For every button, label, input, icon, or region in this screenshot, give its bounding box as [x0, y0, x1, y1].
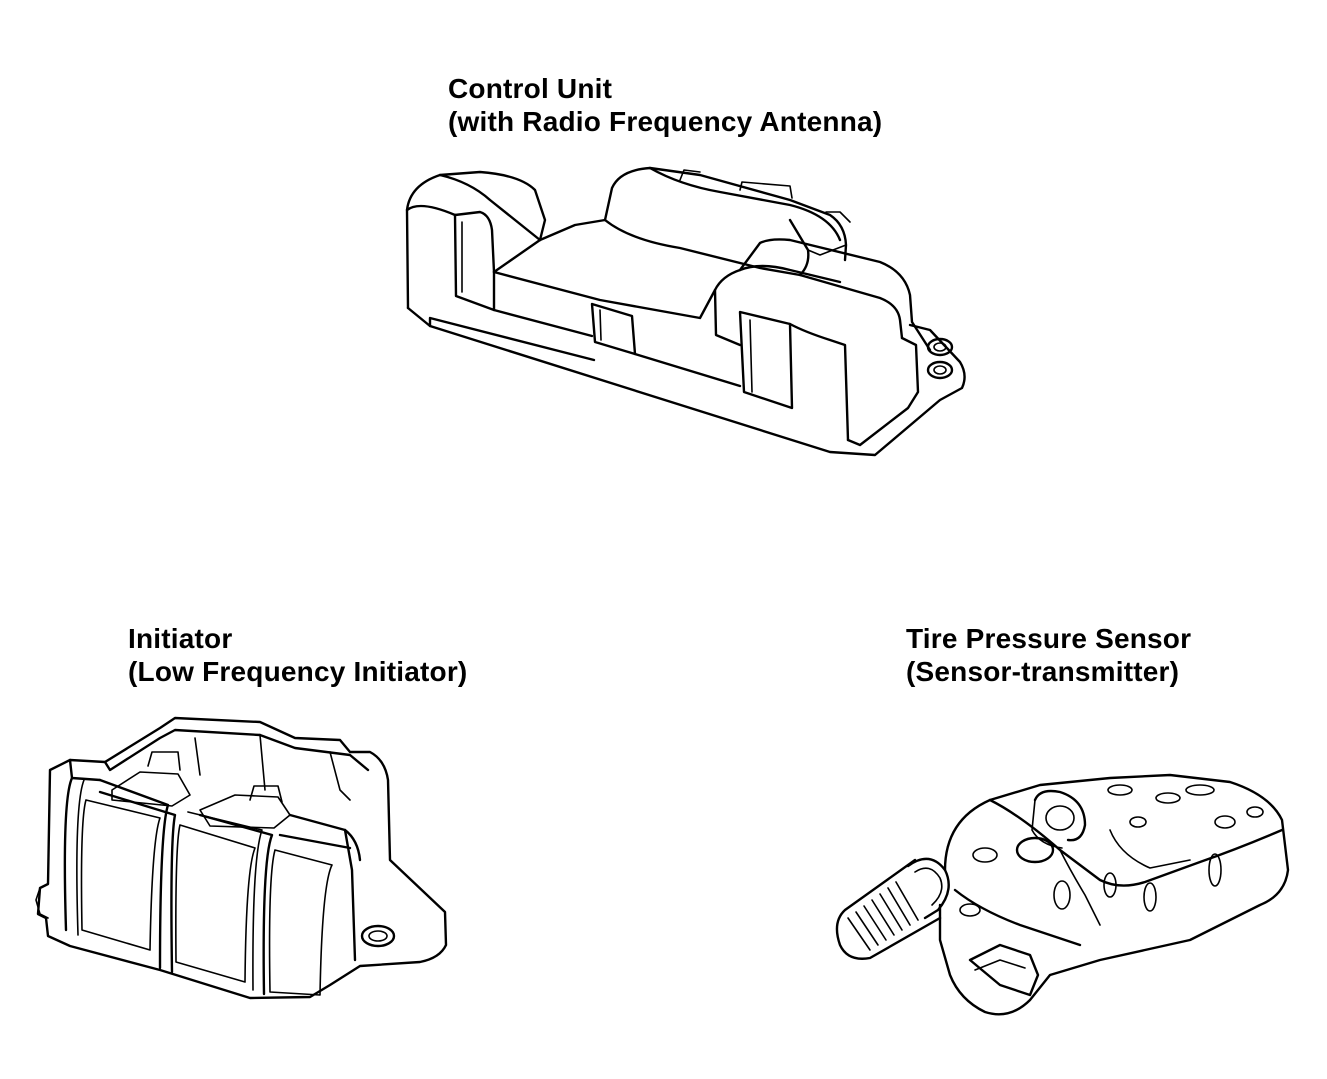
tire-pressure-sensor-title: Tire Pressure Sensor [906, 623, 1192, 654]
tire-pressure-sensor-caption: Tire Pressure Sensor (Sensor-transmitter… [906, 622, 1191, 688]
control-unit-subtitle: (with Radio Frequency Antenna) [448, 106, 883, 137]
initiator-drawing [35, 716, 448, 1000]
initiator-title: Initiator [128, 623, 233, 654]
initiator-subtitle: (Low Frequency Initiator) [128, 656, 468, 687]
initiator-caption: Initiator (Low Frequency Initiator) [128, 622, 467, 688]
tire-pressure-sensor-subtitle: (Sensor-transmitter) [906, 656, 1180, 687]
tire-pressure-sensor-drawing [835, 773, 1290, 1016]
control-unit-caption: Control Unit (with Radio Frequency Anten… [448, 72, 882, 138]
control-unit-drawing [405, 166, 966, 457]
control-unit-title: Control Unit [448, 73, 613, 104]
